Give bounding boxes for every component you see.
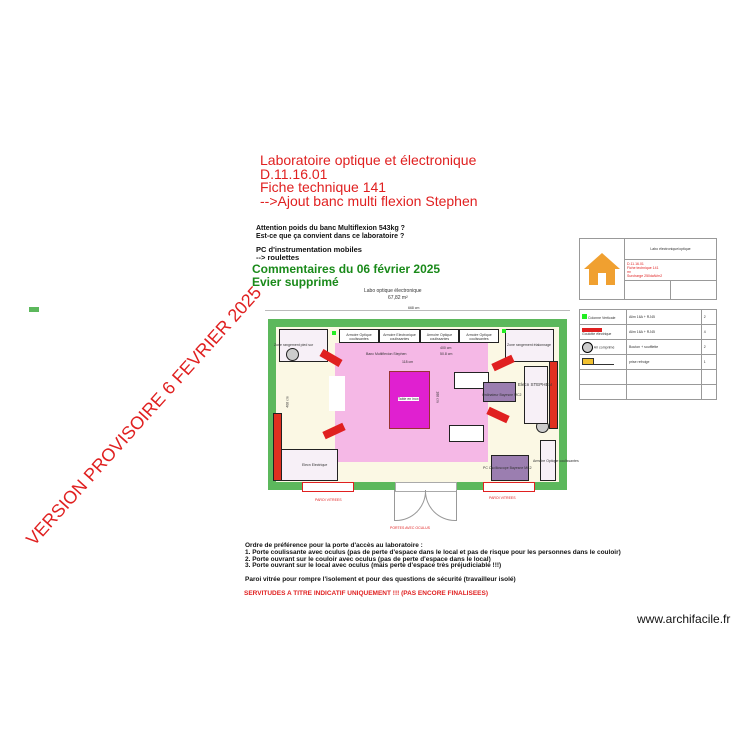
computer-mc2-label: Ordinateur Bayesne MC2: [482, 393, 522, 397]
table-dimension: 188 cm: [435, 391, 440, 403]
title-line: -->Ajout banc multi flexion Stephen: [260, 192, 478, 209]
mid-dimension-secondary: 50.8 cm: [440, 352, 453, 356]
title-line: D.11.16.01: [260, 165, 328, 182]
note-line: --> roulettes: [256, 252, 300, 262]
room-area: 67,82 m²: [388, 295, 408, 301]
notes-item: 1. Porte coulissante avec oculus (pas de…: [245, 548, 621, 556]
elec-left: [281, 449, 338, 481]
note-line: Est-ce que ça convient dans ce laboratoi…: [256, 232, 405, 240]
bench-label: Banc Multiflexion Stephen: [366, 352, 407, 356]
electrical-trunking: [549, 361, 558, 429]
green-marker: [29, 307, 39, 312]
note-line: Attention poids du banc Multiflexion 543…: [256, 225, 405, 232]
legend-title: Labo électronique/optique: [624, 238, 717, 260]
compressed-air-icon: [286, 348, 299, 361]
servitudes-note: SERVITUDES A TITRE INDICATIF UNIQUEMENT …: [244, 590, 488, 597]
workstation: [454, 372, 489, 389]
zone-right: [505, 329, 554, 362]
title-line: Fiche technique 141: [260, 179, 387, 195]
height-dimension: 408 cm: [285, 396, 290, 408]
elec-stephen-label: Elecn STEPHEN: [518, 382, 552, 387]
zone-right-label: Zone rangement étalonnage: [507, 343, 551, 347]
door-right[interactable]: [425, 490, 457, 521]
armoire-right-label: Armoire Optique coulissantes: [533, 459, 579, 463]
house-icon: [579, 238, 625, 300]
mid-dimension: 400 cm: [440, 346, 452, 350]
title-line: Laboratoire optique et électronique: [260, 152, 477, 168]
cabinet: Armoire Optique coulissantes: [339, 329, 379, 343]
watermark: VERSION PROVISOIRE 6 FEVRIER 2025: [22, 282, 266, 550]
note-line: PC d'instrumentation mobiles: [256, 245, 362, 254]
pc-warning: PC d'instrumentation mobiles --> roulett…: [256, 246, 362, 261]
workstation: [449, 425, 484, 442]
elec-left-label: Elecn Electrique: [302, 463, 328, 467]
table-label: Table en inox: [398, 397, 419, 401]
cabinet: Armoire Optique coulissantes: [459, 329, 499, 343]
width-dimension-line: [265, 310, 570, 311]
cabinet: Armoire Electronique coulissantes: [379, 329, 420, 343]
glass-right-label: PAROI VITREES: [489, 496, 516, 500]
zone-left-label: Zone rangement pied sur: [274, 343, 314, 347]
notes-item: 2. Porte ouvrant sur le couloir avec ocu…: [245, 555, 491, 563]
header-title: Laboratoire optique et électronique D.11…: [260, 152, 478, 209]
column-marker: [502, 329, 506, 333]
glass-wall-right: [483, 482, 535, 492]
glass-wall-left: [302, 482, 354, 492]
notes-title: Ordre de préférence pour la porte d'accè…: [245, 542, 423, 549]
door-left[interactable]: [394, 490, 426, 521]
weight-warning: Attention poids du banc Multiflexion 543…: [256, 225, 405, 240]
workstation-left: [329, 376, 345, 411]
elec-stephen: [524, 366, 548, 424]
pc-mc2-label: PC Oscilloscope Bayesne MC2: [483, 466, 532, 470]
comment-line: Commentaires du 06 février 2025: [252, 262, 441, 276]
doors-label: PORTES AVEC OCULUS: [390, 526, 430, 530]
comments: Commentaires du 06 février 2025 Evier su…: [252, 263, 440, 288]
column-marker: [332, 331, 336, 335]
door-preference-notes: Ordre de préférence pour la porte d'accè…: [245, 542, 621, 584]
computer-mc2: [483, 382, 516, 402]
room-name: Labo optique électronique: [364, 288, 422, 294]
glass-note: Paroi vitrée pour rompre l'isolement et …: [245, 576, 516, 584]
bench-dimension: 118 cm: [402, 360, 414, 364]
comment-line: Evier supprimé: [252, 274, 339, 289]
glass-left-label: PAROI VITREES: [315, 498, 342, 502]
electrical-trunking: [273, 413, 282, 481]
armoire-right: [540, 440, 556, 481]
pc-mc2: [491, 455, 529, 481]
notes-item: 3. Porte ouvrant sur le local avec oculu…: [245, 562, 502, 570]
brand-link[interactable]: www.archifacile.fr: [637, 612, 731, 626]
width-dimension: 668 cm: [408, 306, 420, 310]
cabinet: Armoire Optique coulissantes: [420, 329, 459, 343]
